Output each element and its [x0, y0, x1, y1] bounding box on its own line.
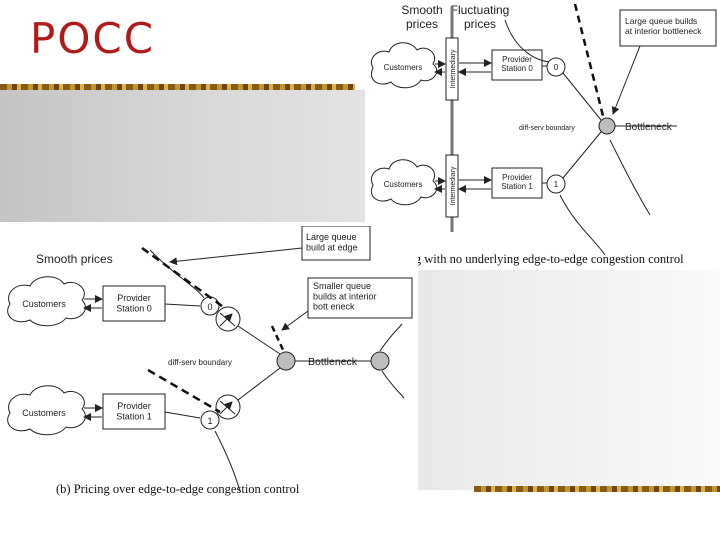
b-node-0: 0: [200, 296, 220, 316]
decorative-stripe-top: [0, 84, 355, 90]
b-bottleneck-node: [276, 351, 296, 371]
svg-text:Customers: Customers: [22, 299, 66, 309]
a-caption: (a) Pricing with no underlying edge-to-e…: [368, 252, 684, 266]
light-panel: [418, 270, 720, 490]
b-queue-dial-0: [215, 306, 241, 332]
a-customers-cloud-0: Customers: [371, 42, 438, 89]
svg-text:Customers: Customers: [22, 408, 66, 418]
b-customers-cloud-1: Customers: [7, 385, 86, 436]
a-node-0: 0: [546, 57, 566, 77]
b-bottleneck-label: Bottleneck: [308, 356, 358, 368]
a-diffserv-label: diff-serv boundary: [519, 125, 575, 132]
gray-panel: [0, 90, 365, 222]
figure-b-diagram: Smooth prices Customers Customers Provid…: [7, 225, 413, 496]
a-intermediary-label-1: Intermediary: [450, 166, 457, 205]
svg-text:0: 0: [554, 63, 559, 72]
a-bottleneck-label: Bottleneck: [625, 122, 673, 133]
b-node-1: 1: [200, 410, 220, 430]
svg-text:Customers: Customers: [384, 63, 423, 72]
b-caption: (b) Pricing over edge-to-edge congestion…: [56, 482, 300, 496]
slide-title: POCC: [30, 14, 156, 63]
b-customers-cloud-0: Customers: [7, 276, 86, 327]
b-dashed-line-bottom: [147, 368, 221, 414]
figure-b: Smooth prices Customers Customers Provid…: [0, 225, 418, 498]
svg-text:1: 1: [554, 180, 559, 189]
decorative-stripe-bottom: [474, 486, 720, 492]
a-node-1: 1: [546, 174, 566, 194]
a-customers-cloud-1: Customers: [371, 159, 438, 206]
b-far-node: [370, 351, 390, 371]
svg-text:0: 0: [207, 302, 212, 312]
b-smooth-prices-label: Smooth prices: [36, 252, 113, 266]
svg-text:1: 1: [207, 416, 212, 426]
b-dashed-line-top: [141, 246, 223, 308]
b-diffserv-label: diff-serv boundary: [168, 358, 232, 367]
b-queue-dial-1: [215, 394, 241, 420]
b-dashed-line-bottleneck: [270, 325, 286, 353]
a-dashed-queue-line: [573, 3, 605, 117]
svg-text:Customers: Customers: [384, 180, 423, 189]
a-intermediary-label-0: Intermediary: [450, 49, 457, 88]
a-bottleneck-node: [598, 117, 616, 135]
